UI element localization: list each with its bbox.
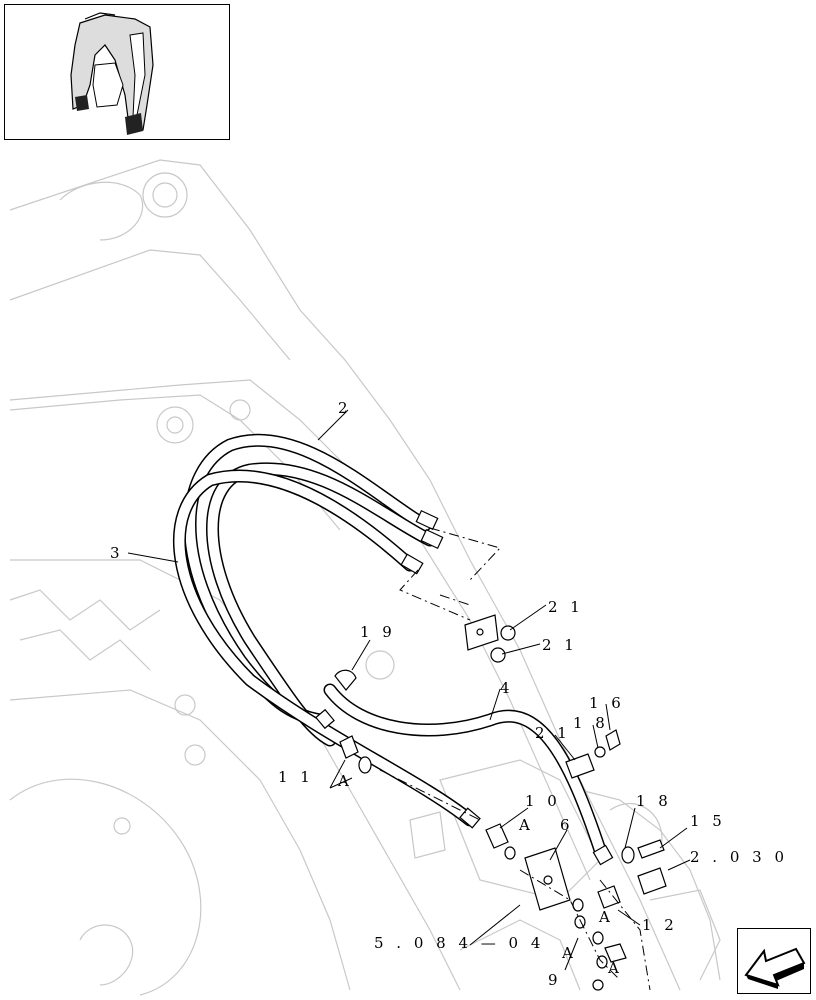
callout-a-2: A xyxy=(518,816,534,834)
nuts-and-washers xyxy=(358,625,635,991)
machine-thumbnail xyxy=(4,4,230,140)
callout-11: 1 1 xyxy=(278,768,314,786)
callout-labels: 2 3 4 2 1 2 1 2 1 1 9 1 6 1 8 1 1 1 0 6 … xyxy=(110,399,788,989)
callout-a-4: A xyxy=(561,944,577,962)
callout-18-a: 1 8 xyxy=(573,714,609,732)
callout-21-a: 2 1 xyxy=(548,598,584,616)
callout-16: 1 6 xyxy=(589,694,625,712)
callout-2: 2 xyxy=(338,399,352,417)
callout-21-b: 2 1 xyxy=(542,636,578,654)
assembly-dash-lines xyxy=(379,527,651,991)
excavator-boom-thumbnail-icon xyxy=(70,12,154,135)
callout-4: 4 xyxy=(500,679,514,697)
callout-18-b: 1 8 xyxy=(636,792,672,810)
mounting-bracket xyxy=(464,614,571,911)
leader-lines xyxy=(127,409,691,971)
hose-assembly-3 xyxy=(172,469,477,827)
callout-a-3: A xyxy=(598,908,614,926)
reference-5-084-04[interactable]: 5 . 0 8 4 — 0 4 xyxy=(374,934,544,952)
hose-end-fittings xyxy=(315,509,614,866)
callout-a-1: A xyxy=(337,772,353,790)
callout-15: 1 5 xyxy=(690,812,726,830)
previous-page-arrow-icon xyxy=(744,947,806,989)
callout-10: 1 0 xyxy=(525,792,561,810)
hose-assembly-2 xyxy=(183,433,437,747)
callout-12: 1 2 xyxy=(642,916,678,934)
boom-background-outline xyxy=(9,159,721,996)
callout-21-c: 2 1 xyxy=(535,724,571,742)
previous-page-button[interactable] xyxy=(737,928,811,994)
callout-a-5: A xyxy=(607,959,623,977)
callout-6: 6 xyxy=(560,816,574,834)
callout-19: 1 9 xyxy=(360,623,396,641)
callout-9: 9 xyxy=(548,971,562,989)
reference-2-030[interactable]: 2 . 0 3 0 xyxy=(690,848,788,866)
callout-3: 3 xyxy=(110,544,124,562)
adapters-and-bolts xyxy=(334,669,667,963)
